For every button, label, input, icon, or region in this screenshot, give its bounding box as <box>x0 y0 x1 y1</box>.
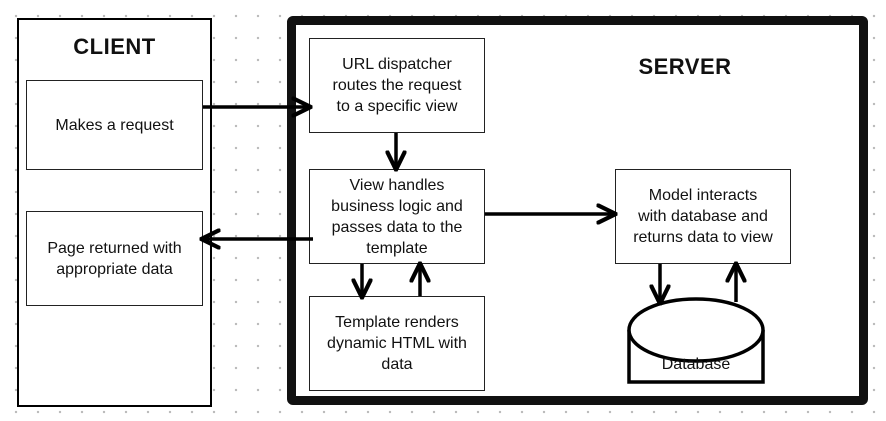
server-title: SERVER <box>638 54 732 79</box>
make-request-label: Makes a request <box>55 116 174 134</box>
view-box: View handles business logic and passes d… <box>309 169 485 264</box>
page-returned-label: Page returned with appropriate data <box>47 239 182 278</box>
client-title: CLIENT <box>73 34 156 59</box>
url-dispatcher-box: URL dispatcher routes the request to a s… <box>309 38 485 133</box>
template-label: Template renders dynamic HTML with data <box>327 314 467 373</box>
model-box: Model interacts with database and return… <box>615 169 791 264</box>
view-label: View handles business logic and passes d… <box>331 176 463 257</box>
page-returned-box: Page returned with appropriate data <box>26 211 203 306</box>
database-label: Database <box>661 356 731 373</box>
url-dispatcher-label: URL dispatcher routes the request to a s… <box>332 56 462 115</box>
template-box: Template renders dynamic HTML with data <box>309 296 485 391</box>
make-request-box: Makes a request <box>26 80 203 170</box>
model-label: Model interacts with database and return… <box>633 187 773 246</box>
